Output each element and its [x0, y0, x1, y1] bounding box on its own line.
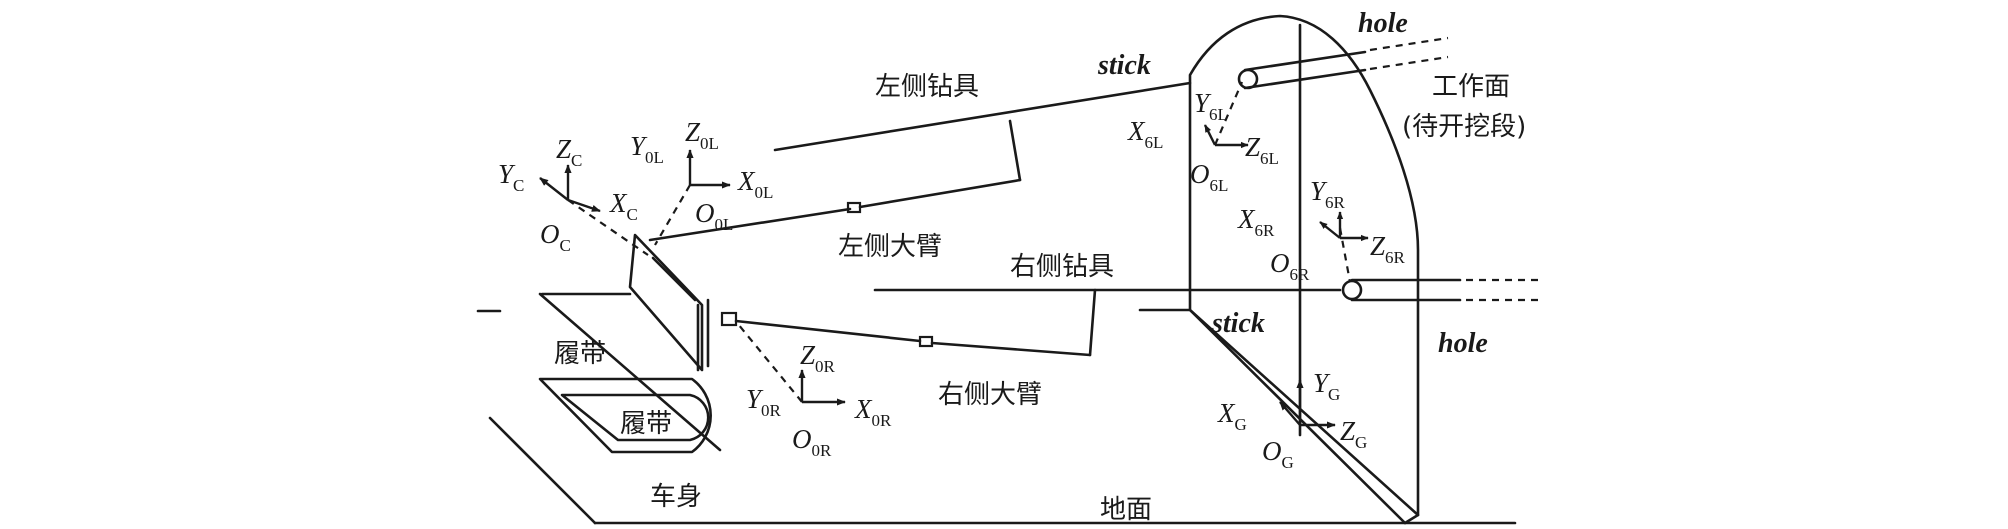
ground-and-body	[476, 309, 1517, 525]
frame-0r-z-label: Z0R	[800, 340, 836, 376]
frame-0r-y-label: Y0R	[746, 384, 782, 420]
frame-c-x-label: XC	[609, 188, 638, 224]
frame-6r-origin-label: O6R	[1270, 248, 1310, 284]
body-slant-line	[488, 416, 597, 525]
frame-c-y-label: YC	[498, 159, 524, 195]
frame-0r-origin-label: O0R	[792, 424, 832, 460]
frame-6l-origin-label: O6L	[1190, 159, 1228, 195]
frame-c-y-axis	[539, 177, 569, 201]
right-drill-rig	[734, 288, 1342, 357]
frame-6l-x-axis	[1203, 124, 1217, 146]
frame-6l-z-label: Z6L	[1245, 132, 1279, 168]
left-arm-line-2	[858, 178, 1022, 209]
right-arm-mid-joint	[918, 335, 934, 348]
work-face-label: 工作面	[1432, 72, 1510, 102]
text-labels: 左侧钻具 左侧大臂 右侧钻具 右侧大臂 履带 履带 车身 地面 工作面 (待开挖…	[554, 8, 1526, 525]
frame-links	[567, 81, 1352, 403]
frame-c: YC ZC XC OC	[498, 134, 638, 255]
work-face-bottom	[1403, 513, 1420, 525]
ground-label: 地面	[1100, 495, 1152, 525]
frame-6l: Y6L X6L Z6L O6L	[1127, 88, 1279, 195]
left-arm-joint	[846, 201, 862, 214]
frame-0l-x-label: X0L	[737, 166, 773, 202]
left-hole-bit	[1237, 68, 1259, 90]
work-face-diagonal	[1188, 308, 1407, 525]
hole-right-label: hole	[1438, 328, 1488, 359]
hole-left-label: hole	[1358, 8, 1408, 39]
left-hole	[1237, 36, 1449, 90]
link-c-turret	[567, 199, 649, 256]
right-arm-line-2	[930, 341, 1092, 357]
frame-6r-y-label: Y6R	[1310, 176, 1346, 212]
track-body-edge	[538, 292, 722, 452]
frame-6r: Y6R X6R Z6R O6R	[1237, 176, 1406, 284]
right-arm-label: 右侧大臂	[938, 380, 1042, 410]
work-face-note: (待开挖段)	[1402, 112, 1526, 142]
stick-left-label: stick	[1097, 50, 1151, 81]
track-bottom-label: 履带	[620, 409, 672, 439]
frame-0r-x-label: X0R	[854, 394, 892, 430]
frame-6r-x-axis	[1319, 221, 1341, 239]
frame-g-origin-label: OG	[1262, 436, 1294, 472]
stick-right-label: stick	[1211, 308, 1265, 339]
left-arm-label: 左侧大臂	[838, 232, 942, 262]
frame-g-x-axis	[1279, 401, 1301, 426]
link-6l-bit	[1213, 81, 1244, 146]
frame-0r: Z0R Y0R X0R O0R	[746, 340, 892, 460]
left-drill-label: 左侧钻具	[875, 72, 979, 102]
track-assembly	[538, 292, 722, 454]
frame-0l: Y0L Z0L X0L O0L	[630, 117, 773, 234]
frame-0l-origin-label: O0L	[695, 198, 733, 234]
turret-frame	[628, 233, 704, 372]
left-arm-line-1	[648, 207, 852, 242]
left-drill-boom	[773, 81, 1192, 152]
right-hole-bit	[1341, 279, 1363, 301]
turret-inner-left	[651, 256, 697, 302]
frame-0l-y-label: Y0L	[630, 131, 664, 167]
frame-0l-z-label: Z0L	[685, 117, 719, 153]
left-hole-dash-top	[1369, 36, 1449, 52]
left-hole-dash-bottom	[1369, 55, 1449, 71]
body-label: 车身	[650, 482, 702, 512]
frame-6r-x-label: X6R	[1237, 204, 1275, 240]
right-arm-line-1	[734, 319, 922, 343]
link-0r-turret	[737, 323, 803, 403]
right-drill-label: 右侧钻具	[1010, 252, 1114, 282]
frame-c-z-label: ZC	[556, 134, 582, 170]
left-hole-bottom	[1243, 68, 1367, 90]
right-arm-vertical	[1088, 288, 1097, 357]
frame-c-x-axis	[567, 198, 601, 213]
track-top-label: 履带	[554, 339, 606, 369]
link-0l-turret	[654, 184, 691, 246]
frame-c-origin-label: OC	[540, 219, 571, 255]
right-hole	[1341, 278, 1540, 302]
track-outer	[538, 377, 712, 454]
left-arm-vertical	[1008, 119, 1022, 182]
frame-g-z-label: ZG	[1340, 416, 1367, 452]
turret-column	[628, 233, 738, 372]
frame-6l-y-label: Y6L	[1194, 88, 1228, 124]
track-inner	[560, 393, 710, 442]
left-drill-rig	[648, 81, 1192, 242]
frame-g: YG XG ZG OG	[1217, 368, 1367, 472]
link-6r-bit	[1338, 227, 1352, 283]
left-hole-top	[1243, 50, 1367, 72]
frame-g-x-label: XG	[1217, 398, 1247, 434]
frame-6l-x-label: X6L	[1127, 116, 1163, 152]
frame-g-y-label: YG	[1313, 368, 1340, 404]
frame-6r-z-label: Z6R	[1370, 231, 1406, 267]
right-arm-joint	[720, 311, 738, 327]
